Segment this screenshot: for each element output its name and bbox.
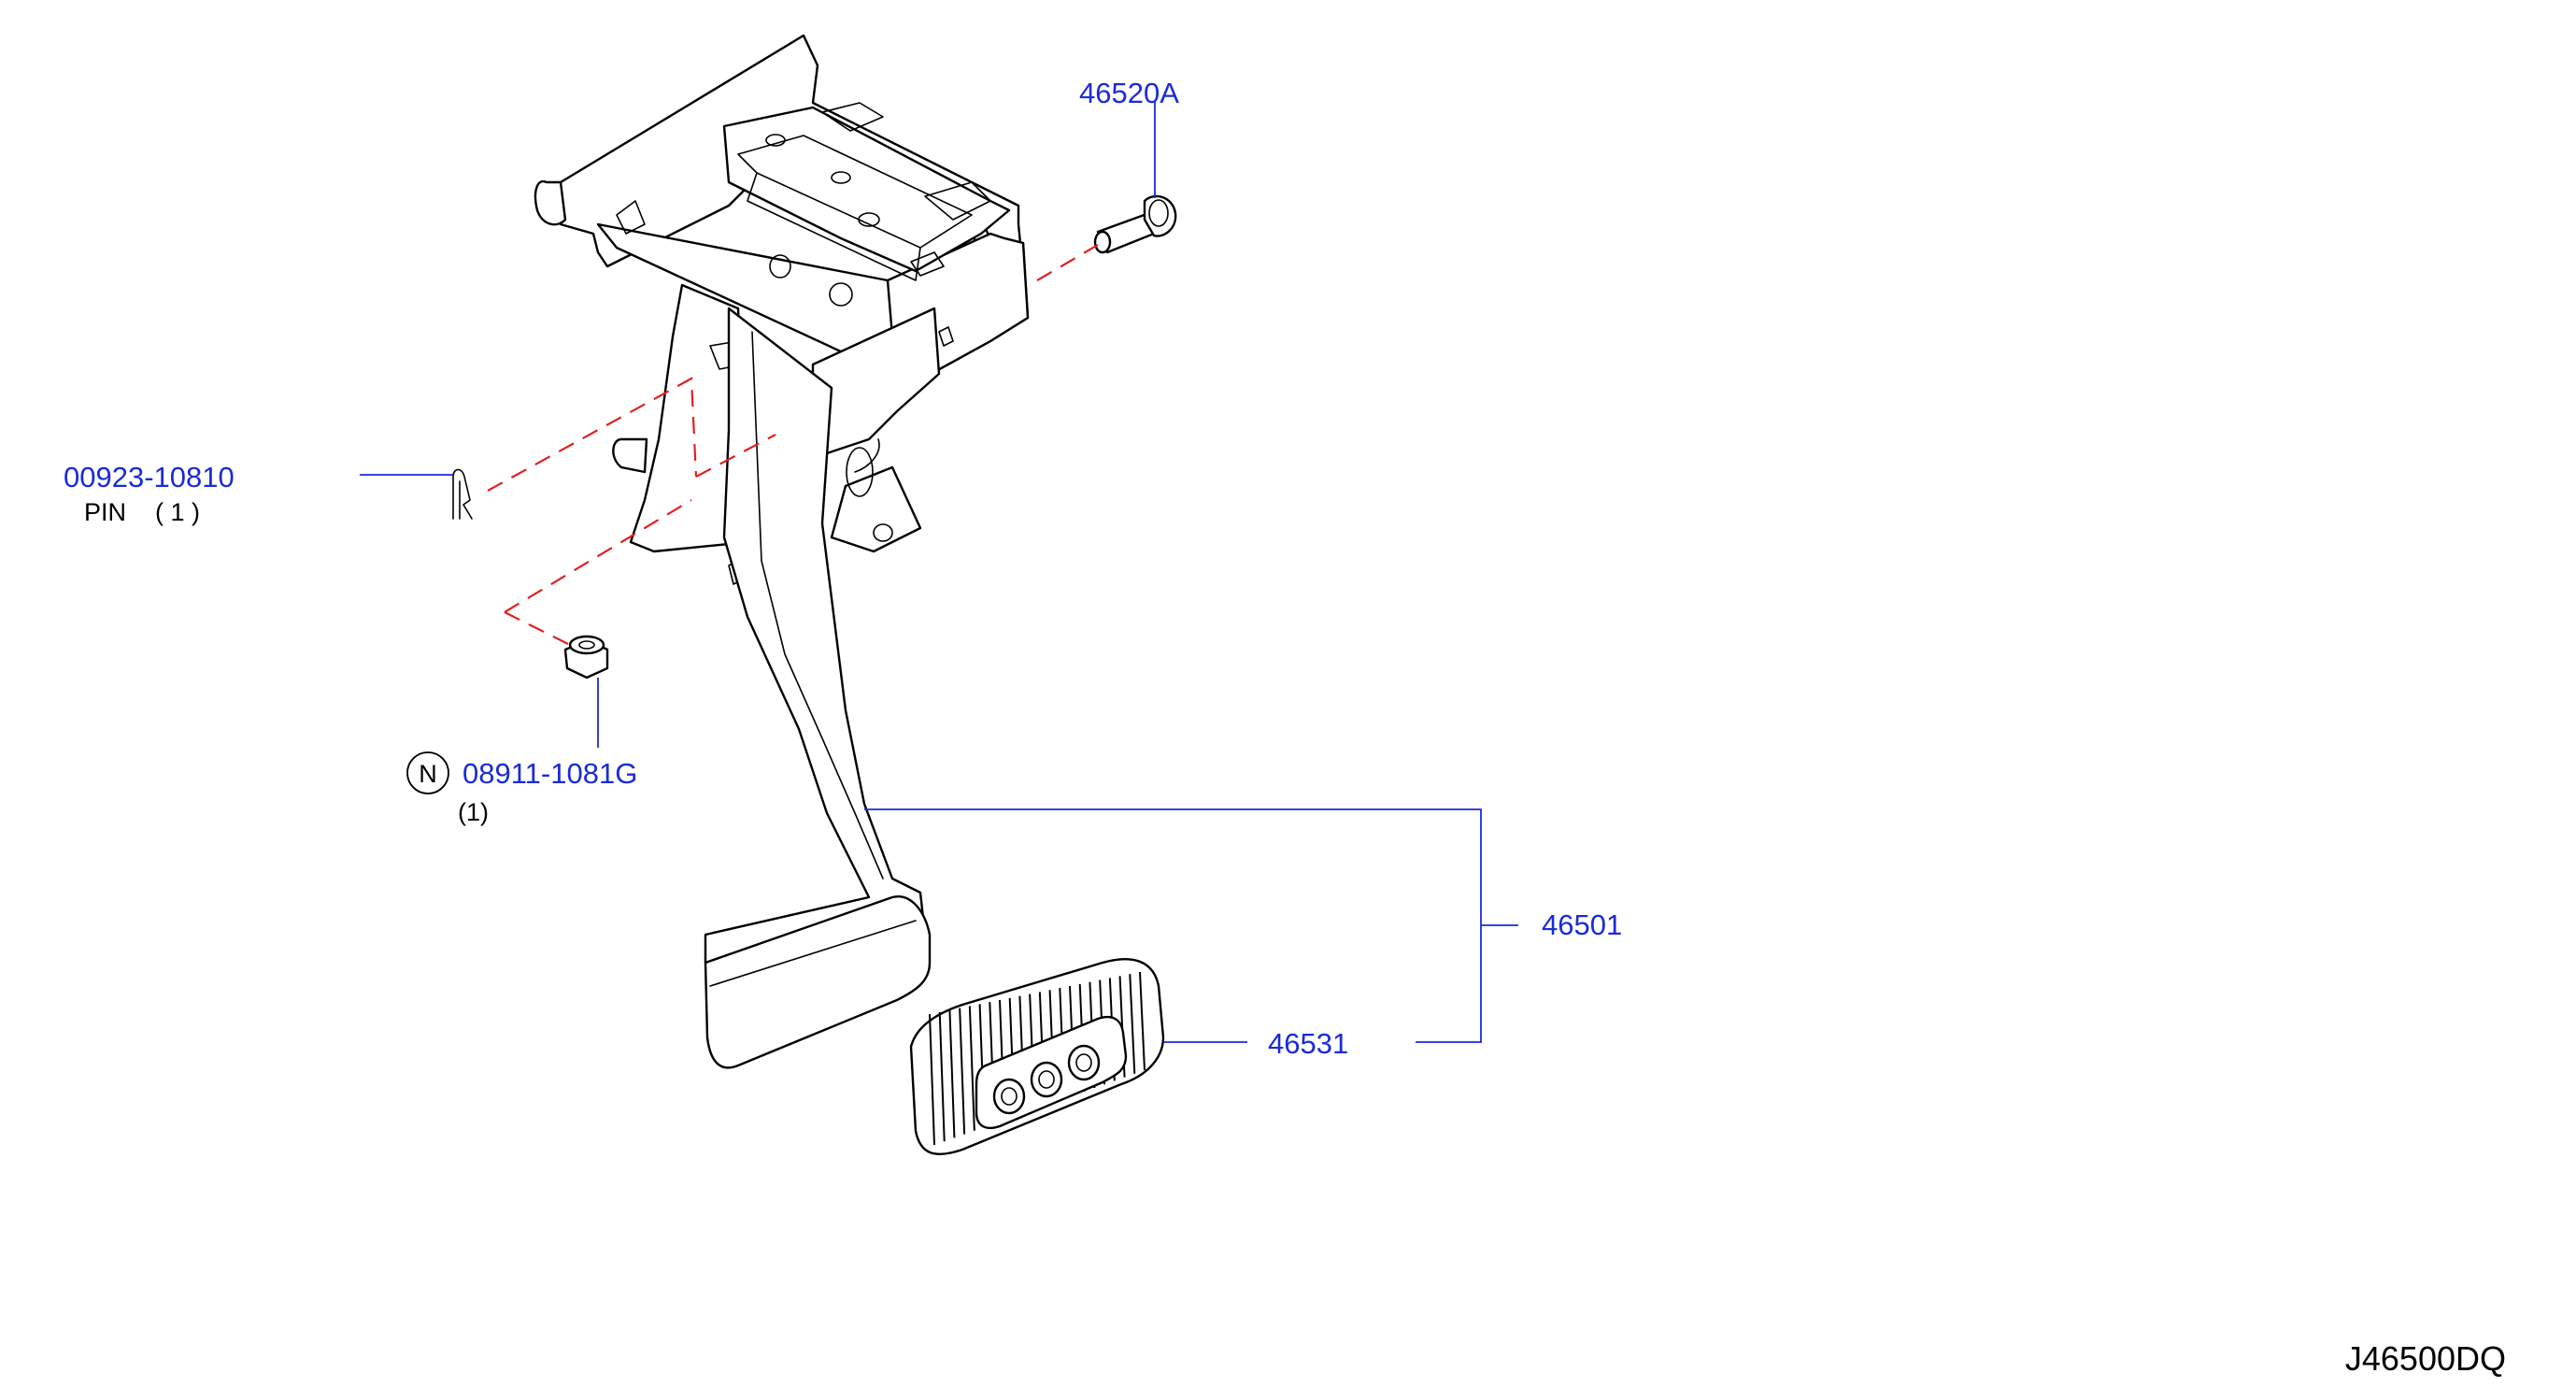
leader-lines	[360, 101, 1518, 1043]
labels: 46520A 00923-10810 PIN ( 1 ) N 08911-108…	[64, 77, 2506, 1378]
flange-nut	[563, 635, 609, 679]
clevis-bolt	[1093, 194, 1177, 254]
nut-prefix-letter: N	[419, 760, 437, 788]
nut-prefix-circle	[406, 751, 449, 794]
part-number-pedal-assy: 46501	[1542, 908, 1622, 941]
pad-rib	[968, 1006, 975, 1131]
pad-rib	[938, 1011, 946, 1142]
part-qty-nut: (1)	[458, 798, 489, 826]
dash-nut-2	[504, 611, 571, 646]
pad-rib	[1129, 974, 1136, 1074]
clip-pin	[452, 468, 473, 520]
part-number-pin: 00923-10810	[64, 461, 235, 493]
pedal-arm	[704, 307, 932, 1069]
pad-rib	[929, 1013, 935, 1146]
pedal-bracket	[534, 34, 1030, 585]
dash-pin-lower	[695, 434, 776, 478]
part-number-pedal-pad: 46531	[1268, 1027, 1348, 1060]
pedal-pad-rubber	[909, 958, 1165, 1156]
part-qty-pin: ( 1 )	[155, 498, 200, 526]
part-name-pin: PIN	[84, 498, 126, 526]
pad-rib	[1139, 971, 1146, 1071]
dash-bolt	[1036, 244, 1099, 281]
dash-nut	[504, 499, 692, 613]
dash-pin-upper	[487, 377, 698, 492]
part-number-bolt: 46520A	[1079, 77, 1179, 109]
pad-rib	[948, 1009, 956, 1138]
part-number-nut: 08911-1081G	[463, 757, 637, 790]
pad-rib	[959, 1008, 966, 1135]
assembly-lines	[487, 244, 1099, 646]
diagram-ref-code: J46500DQ	[2345, 1339, 2506, 1378]
